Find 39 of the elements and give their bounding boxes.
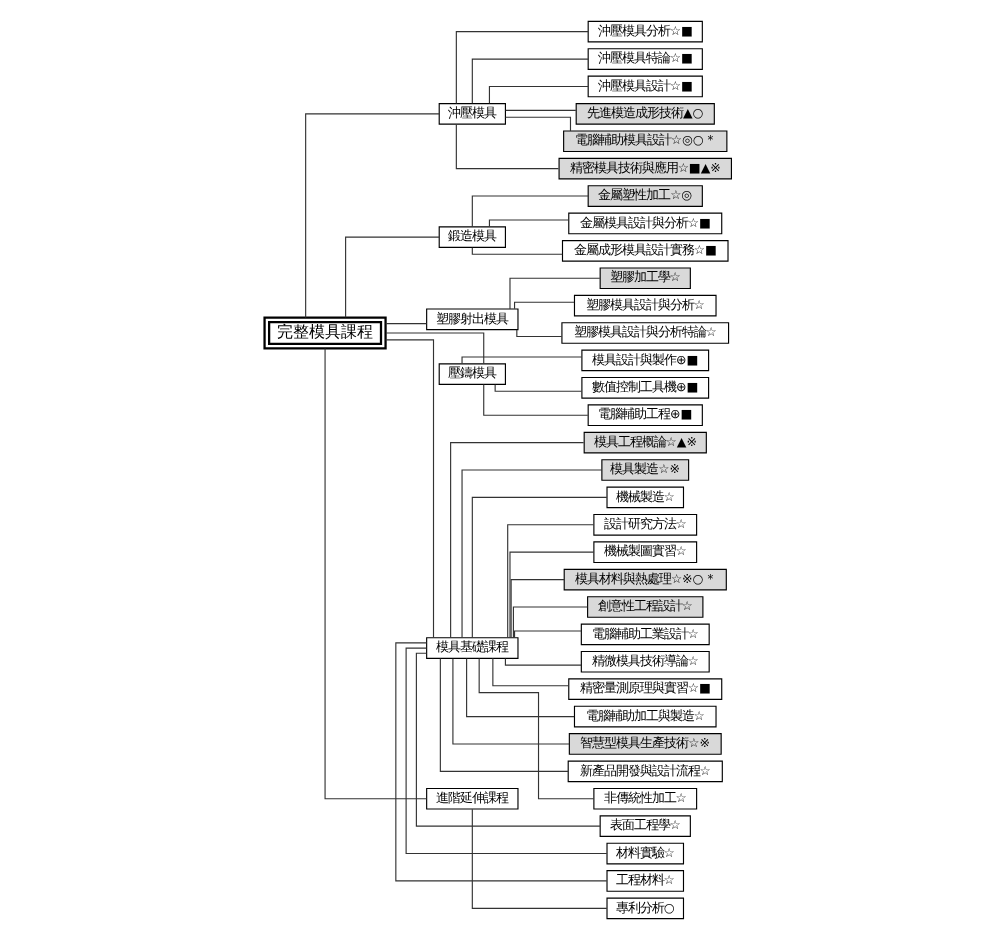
connector [304,113,439,319]
connector [493,384,582,392]
connector [414,652,600,827]
connector [487,219,569,228]
connector [384,339,434,639]
connector [449,442,584,639]
connector [511,606,587,639]
connector [487,85,588,104]
connector [491,657,569,687]
connector [470,58,588,104]
connector [394,642,607,882]
connector [509,579,564,639]
connector [323,347,427,800]
connector [470,247,562,255]
connector [504,109,576,111]
connector [460,356,582,365]
connector [503,658,581,666]
connector [508,277,600,310]
connector [504,116,571,132]
connector [438,658,568,772]
connector [470,496,607,639]
connector [512,301,574,310]
connector [344,236,439,318]
connector [465,657,574,718]
connector [454,123,559,170]
connector [477,657,594,800]
connector [460,469,602,639]
connector [384,323,427,325]
connector [470,808,607,909]
connector [404,647,607,855]
connector [508,551,594,638]
connector [482,383,588,416]
connector [470,195,588,228]
connector [512,630,581,639]
connector [384,332,484,365]
connector [454,31,588,104]
connector [451,658,569,745]
connector [515,329,562,337]
connector [506,524,594,639]
